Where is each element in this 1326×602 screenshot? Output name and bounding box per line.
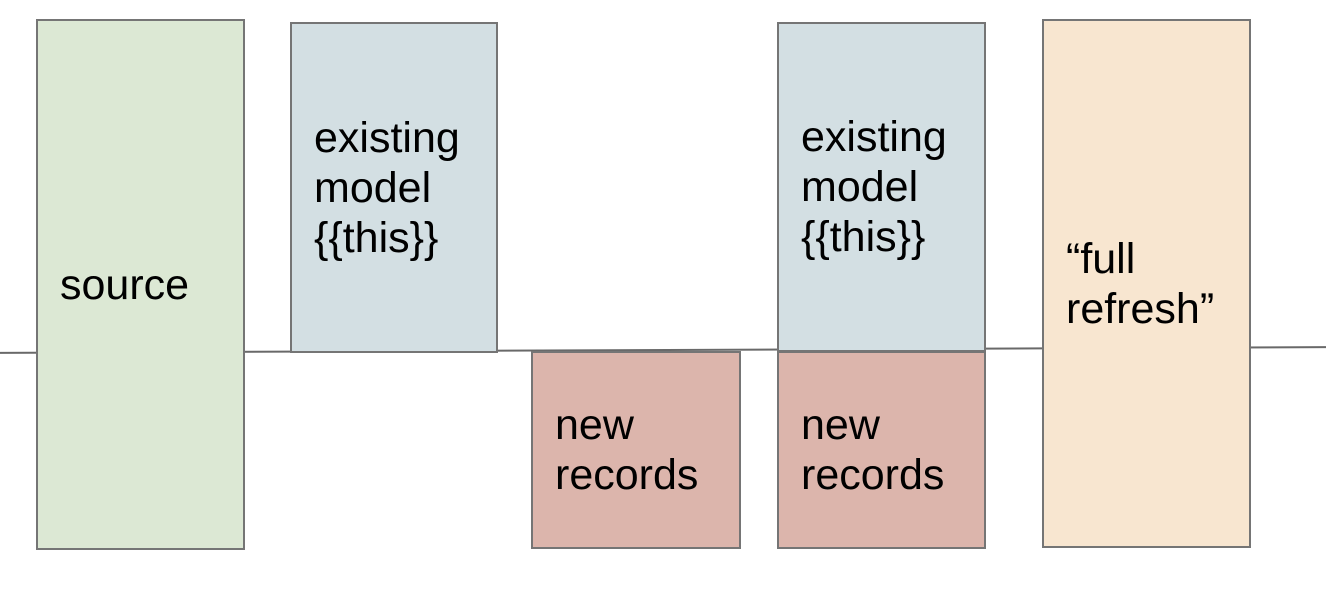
source-box: source — [36, 19, 245, 550]
box-label: new records — [555, 401, 699, 499]
new-records-box-1: new records — [531, 351, 741, 549]
full-refresh-box: “full refresh” — [1042, 19, 1251, 548]
box-label: existing model {{this}} — [314, 113, 460, 262]
existing-model-box-1: existing model {{this}} — [290, 22, 498, 353]
existing-model-box-2: existing model {{this}} — [777, 22, 986, 352]
new-records-box-2: new records — [777, 351, 986, 549]
box-label: “full refresh” — [1066, 234, 1215, 333]
box-label: new records — [801, 401, 945, 499]
box-label: source — [60, 260, 190, 309]
box-label: existing model {{this}} — [801, 113, 947, 261]
